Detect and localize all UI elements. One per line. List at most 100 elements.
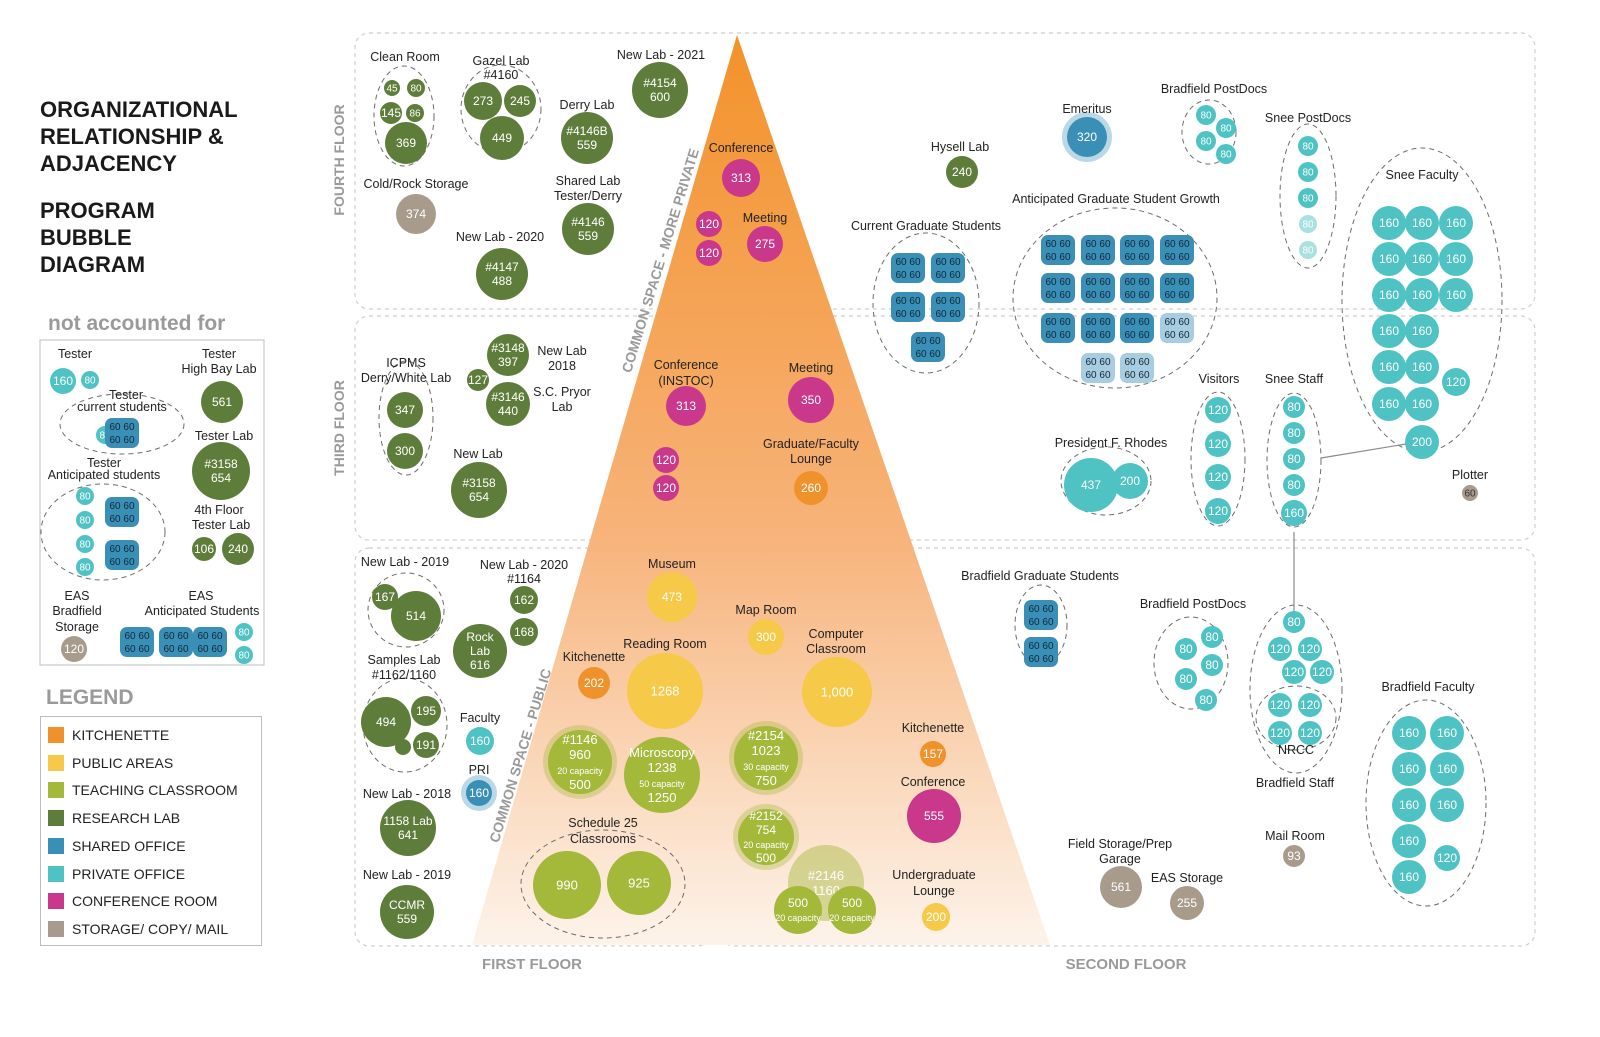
shared-office-cell [1120,313,1154,343]
bubble-label: 120 [1437,851,1457,865]
room-bubble [1439,242,1473,276]
room-label: EAS Storage [1151,871,1223,885]
bubble-label: #3158 [462,476,496,490]
bubble-label: 160 [53,374,73,388]
room-bubble [467,369,489,391]
bubble-label: #3148 [491,341,525,355]
shared-office-label: 60 60 [1124,277,1149,288]
room-bubble [1216,118,1236,138]
shared-office-cell [1120,235,1154,265]
room-bubble [1405,350,1439,384]
room-bubble [192,442,250,500]
shared-office-label: 60 60 [1085,357,1110,368]
room-bubble [1175,638,1197,660]
room-bubble [413,732,439,758]
room-bubble [1283,474,1305,496]
dashed-group [1266,392,1322,528]
room-label: Tester [202,347,236,361]
bubble-label: #4154 [643,76,677,90]
floor-zone [354,547,712,947]
room-label: Clean Room [370,50,439,64]
dashed-group [1012,207,1218,389]
bubble-label: 80 [79,540,91,551]
shared-office-cell [1160,273,1194,303]
bubble-label: 500 [569,777,591,792]
bubble-label: 120 [1312,665,1332,679]
room-label: Current Graduate Students [851,219,1001,233]
bubble-label: 120 [1446,375,1466,389]
bubble-label: 641 [398,828,418,842]
bubble-label: 160 [1437,726,1457,740]
bubble-label: 30 capacity [743,762,789,772]
room-label: Lab [552,400,573,414]
room-bubble [1283,396,1305,418]
legend-label: SHARED OFFICE [72,837,186,854]
room-bubble [391,591,441,641]
bubble-label: 494 [376,715,396,729]
room-bubble [562,203,614,255]
room-bubble [1392,824,1426,858]
shared-office-cell [1041,235,1075,265]
dashed-group [520,829,686,939]
legend-item: TEACHING CLASSROOM [48,780,238,800]
subtitle-line: BUBBLE [40,225,132,250]
shared-office-cell [1120,353,1154,383]
room-bubble [647,572,697,622]
not-accounted-box [39,339,265,666]
room-label: Undergraduate [892,868,975,882]
bubble-label: 160 [1379,397,1399,411]
room-bubble [632,62,688,118]
room-bubble [748,619,784,655]
room-bubble [396,194,436,234]
legend-label: PUBLIC AREAS [72,754,174,771]
bubble-label: 750 [755,773,777,788]
bubble-label: 120 [1208,403,1228,417]
room-bubble [607,851,671,915]
room-bubble [50,368,76,394]
room-label: Tester [87,456,121,470]
shared-office-cell [1041,313,1075,343]
room-bubble [1298,136,1318,156]
room-bubble [747,226,783,262]
room-label: Bradfield Faculty [1381,680,1475,694]
shared-office-label: 60 60 [895,270,920,281]
room-bubble [476,248,528,300]
room-bubble [1205,397,1231,423]
room-bubble [1067,117,1107,157]
shared-office-label: 60 60 [1028,654,1053,665]
room-bubble [922,903,950,931]
shared-office-cell [931,292,965,322]
bubble-label: 160 [1446,252,1466,266]
shared-office-label: 60 60 [1124,239,1149,250]
shared-office-label: 60 60 [1045,290,1070,301]
bubble-label: 200 [1412,435,1432,449]
bubble-label: 559 [578,229,598,243]
shared-office-label: 60 60 [1085,317,1110,328]
shared-office-cell [105,540,139,570]
room-bubble [1201,654,1223,676]
bubble-label: 160 [1446,216,1466,230]
shared-office-label: 60 60 [895,296,920,307]
room-label: High Bay Lab [181,362,256,376]
room-bubble [1298,188,1318,208]
room-bubble [696,211,722,237]
room-bubble [1299,215,1317,233]
bubble-label: 80 [1287,615,1301,629]
room-label: Visitors [1199,372,1240,386]
dashed-group [1279,123,1337,269]
bubble-label: 1158 Lab [383,814,432,828]
shared-office-label: 60 60 [895,309,920,320]
dashed-groups [40,64,1503,939]
shared-office-label: 60 60 [1085,290,1110,301]
room-label: Snee Faculty [1386,168,1460,182]
room-label: Bradfield [52,604,101,618]
room-label: Snee PostDocs [1265,111,1351,125]
room-bubble [1205,464,1231,490]
bubble-label: 120 [1300,642,1320,656]
room-bubble [1439,278,1473,312]
bubble-label: 120 [64,642,84,656]
bubble-label: 160 [1446,288,1466,302]
bubble-label: 440 [498,404,518,418]
shared-office-label: 60 60 [1124,317,1149,328]
bubble-label: 245 [510,94,530,108]
